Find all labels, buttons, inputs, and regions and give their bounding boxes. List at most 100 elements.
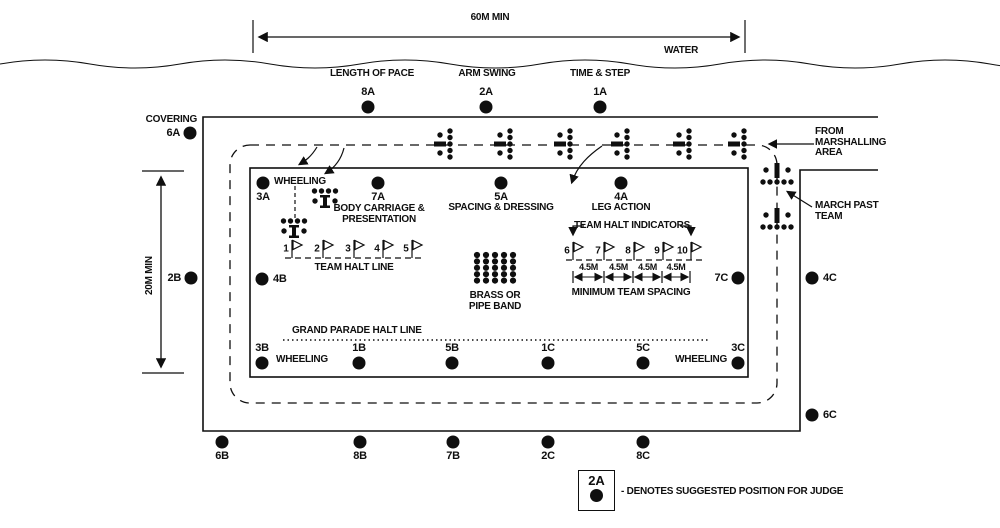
judge-dot-6c: [805, 408, 819, 422]
team-icon-bar: [774, 208, 780, 223]
team-icon-dot: [774, 224, 780, 230]
team-icon-dot: [731, 150, 737, 156]
judge-dot-6b: [215, 435, 229, 449]
band-member-dot: [473, 251, 481, 259]
judge-dot-7c: [731, 271, 745, 285]
team-icon-dot: [785, 167, 791, 173]
legend-symbol-label: 2A: [588, 473, 605, 488]
judge-label-6c: 6C: [823, 409, 837, 421]
team-halt-indicator-number: 10: [677, 246, 688, 257]
judge-dot-4b: [255, 272, 269, 286]
judge-label-6b: 6B: [215, 450, 229, 462]
team-icon-dot: [567, 147, 573, 154]
band-member-dot: [509, 277, 517, 284]
diagram-label-wheeling: WHEELING: [274, 176, 326, 187]
team-icon-dot: [447, 128, 453, 134]
diagram-label-arm-swing: ARM SWING: [458, 68, 516, 79]
diagram-label-spacing-dressing: SPACING & DRESSING: [448, 202, 554, 213]
band-member-dot: [473, 271, 481, 278]
judge-dot-8b: [353, 435, 367, 449]
judge-dot-3a: [256, 176, 270, 190]
judge-label-4c: 4C: [823, 272, 837, 284]
team-icon-dot: [788, 224, 794, 230]
band-member-dot: [491, 264, 499, 271]
team-icon-dot: [301, 218, 308, 224]
band-member-dot: [482, 264, 490, 271]
team-icon-dot: [781, 224, 787, 230]
judge-dot-5a: [494, 176, 508, 190]
team-halt-indicator-number: 8: [625, 246, 631, 257]
judge-label-1a: 1A: [593, 86, 607, 98]
judge-label-3b: 3B: [255, 342, 269, 354]
team-icon-dot: [614, 132, 620, 138]
team-icon-dot: [731, 132, 737, 138]
judge-label-8c: 8C: [636, 450, 650, 462]
team-halt-indicator-pennant: [634, 241, 646, 253]
march-past-team-arrow: [785, 190, 813, 208]
judge-dot-2a: [479, 100, 493, 114]
team-icon-dot: [785, 212, 791, 218]
team-halt-indicator-pennant: [691, 241, 703, 253]
judge-dot-8c: [636, 435, 650, 449]
minimum-team-spacing-label: MINIMUM TEAM SPACING: [571, 287, 691, 298]
band-member-dot: [491, 251, 499, 259]
team-icon-dot: [332, 188, 339, 194]
team-icon-dot: [624, 141, 630, 147]
team-icon-dot: [686, 134, 692, 141]
legend-symbol-box: 2A: [578, 470, 615, 511]
band-member-dot: [500, 258, 508, 265]
team-icon-dot: [507, 128, 513, 134]
diagram-label-length-of-pace: LENGTH OF PACE: [329, 68, 415, 79]
indicator-bracket-right: [680, 225, 696, 237]
judge-label-5c: 5C: [636, 342, 650, 354]
team-icon-dot: [507, 134, 513, 141]
judge-dot-5c: [636, 356, 650, 370]
team-halt-line-pennant: [383, 239, 395, 251]
march-route: [229, 144, 778, 404]
team-icon-dot: [567, 154, 573, 160]
team-icon-dot: [447, 134, 453, 141]
team-icon-dot: [294, 218, 301, 224]
judge-label-4a: 4A: [614, 191, 628, 203]
team-icon-dot: [557, 132, 563, 138]
team-icon-dot: [760, 179, 766, 185]
grand-parade-halt-line-label: GRAND PARADE HALT LINE: [292, 325, 422, 336]
band-member-dot: [509, 264, 517, 271]
band-member-dot: [491, 271, 499, 278]
diagram-label-leg-action: LEG ACTION: [591, 202, 651, 213]
band-member-dot: [509, 271, 517, 278]
diagram-label-wheeling: WHEELING: [675, 354, 727, 365]
outer-boundary: [202, 116, 878, 432]
band-member-dot: [491, 277, 499, 284]
team-icon-dot: [686, 128, 692, 134]
judge-label-7c: 7C: [714, 272, 729, 284]
team-icon-dot: [686, 147, 692, 154]
team-icon-dot: [624, 128, 630, 134]
team-icon-dot: [763, 212, 769, 218]
team-halt-line-label: TEAM HALT LINE: [314, 262, 394, 273]
team-halt-line-number: 2: [314, 244, 320, 255]
band-member-dot: [473, 258, 481, 265]
team-icon-dot: [497, 150, 503, 156]
team-icon-dot: [774, 179, 780, 185]
team-icon-dot: [301, 228, 307, 234]
team-icon-bar: [673, 141, 685, 147]
team-icon-dot: [447, 147, 453, 154]
team-icon-dot: [287, 218, 294, 224]
judge-dot-2c: [541, 435, 555, 449]
wheeling-arrow-1: [297, 146, 318, 166]
team-icon-dot: [447, 154, 453, 160]
diagram-label-covering: COVERING: [145, 114, 198, 125]
legend-judge-dot-icon: [590, 489, 603, 502]
team-halt-line-pennant: [354, 239, 366, 251]
diagram-label-body-carriage-: BODY CARRIAGE &PRESENTATION: [333, 203, 425, 225]
band-member-dot: [473, 277, 481, 284]
judge-dot-3b: [255, 356, 269, 370]
team-icon-bar: [554, 141, 566, 147]
band-member-dot: [491, 258, 499, 265]
team-icon-bar: [774, 163, 780, 178]
